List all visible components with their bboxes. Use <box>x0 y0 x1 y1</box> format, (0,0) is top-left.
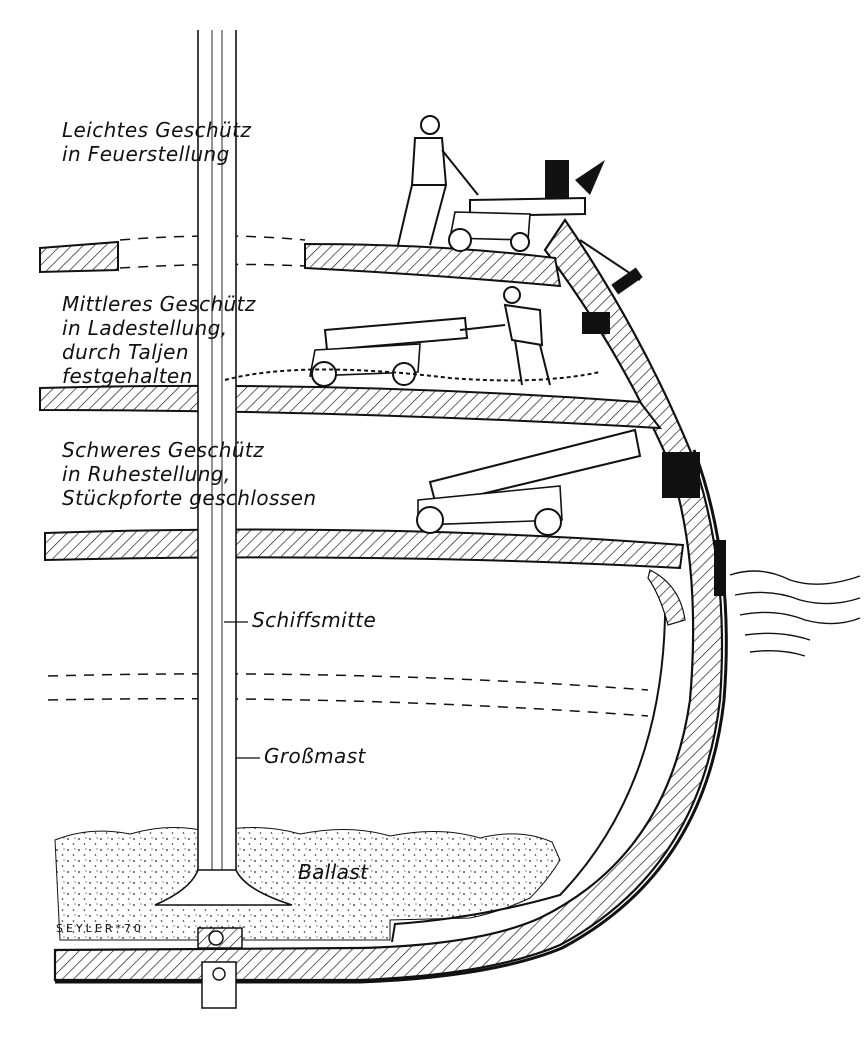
middle-deck <box>39 384 663 430</box>
deck-knee <box>647 569 686 626</box>
lower-deck <box>44 528 685 570</box>
mainmast-label: Großmast <box>264 744 366 768</box>
artist-signature: SEYLER*70 <box>56 922 144 935</box>
midship-label: Schiffsmitte <box>252 608 377 632</box>
heavy-gun <box>416 428 642 536</box>
wale <box>714 540 726 596</box>
open-port-lid <box>611 267 643 295</box>
middle-gunport <box>582 312 610 334</box>
hull-planking <box>53 218 724 982</box>
inner-hull-lining <box>391 584 667 943</box>
sea-waves <box>729 570 861 657</box>
tackle-ropes-medium <box>224 368 601 382</box>
medium-gun <box>309 316 469 387</box>
upper-deck-right <box>304 242 562 288</box>
ballast-mass <box>54 827 561 941</box>
sailor-loading <box>459 286 551 386</box>
upper-port-flap <box>575 160 605 195</box>
lower-gunport-closed <box>662 452 700 498</box>
ballast-label: Ballast <box>298 860 369 884</box>
upper-gunport-lid <box>545 160 569 200</box>
mainmast <box>154 30 293 1009</box>
sailor-firing <box>397 115 479 246</box>
light-gun <box>448 196 586 252</box>
upper-deck <box>39 240 119 274</box>
